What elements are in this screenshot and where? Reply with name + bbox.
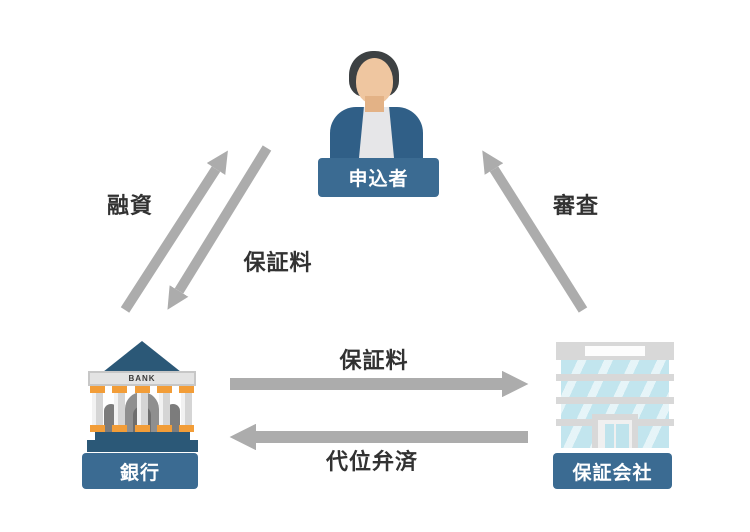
avatar-shirt: [359, 107, 394, 158]
bank-column: [90, 386, 105, 432]
office-sign: [585, 346, 645, 356]
bank-roof: [103, 341, 181, 372]
bank-column: [156, 386, 172, 432]
bank-columns: [90, 386, 194, 432]
bank-column: [179, 386, 194, 432]
person-avatar-icon: [325, 48, 425, 158]
office-door-glass: [603, 424, 631, 448]
bank-column: [134, 386, 150, 432]
bank-step-upper: [95, 432, 190, 441]
edge-label-subrogation: 代位弁済: [325, 449, 418, 474]
edge-label-screening: 審査: [552, 193, 599, 218]
bank-building-icon: BANK: [85, 338, 200, 452]
office-floor-band: [556, 374, 674, 381]
edge-label-guarantee-fee-to-bank: 保証料: [243, 250, 313, 275]
office-door-mullion: [614, 424, 616, 448]
bank-sign: BANK: [88, 371, 196, 386]
bank-step-lower: [87, 440, 198, 452]
node-label-guarantor: 保証会社: [553, 453, 672, 489]
loan-arrow: [120, 150, 228, 313]
edge-label-guarantee-fee-to-guarantor: 保証料: [339, 348, 409, 373]
node-label-applicant: 申込者: [318, 158, 439, 197]
bank-sign-text: BANK: [90, 373, 194, 384]
office-roof-band: [556, 342, 674, 360]
avatar-jacket: [330, 107, 423, 158]
screening-arrow: [482, 150, 588, 313]
edge-label-loan: 融資: [106, 193, 153, 218]
avatar-neck: [365, 96, 384, 112]
node-label-bank: 銀行: [82, 453, 198, 489]
guarantee-fee-to-bank-arrow: [167, 145, 272, 310]
bank-column: [112, 386, 128, 432]
office-building-icon: [556, 342, 674, 448]
office-floor-band: [556, 397, 674, 404]
